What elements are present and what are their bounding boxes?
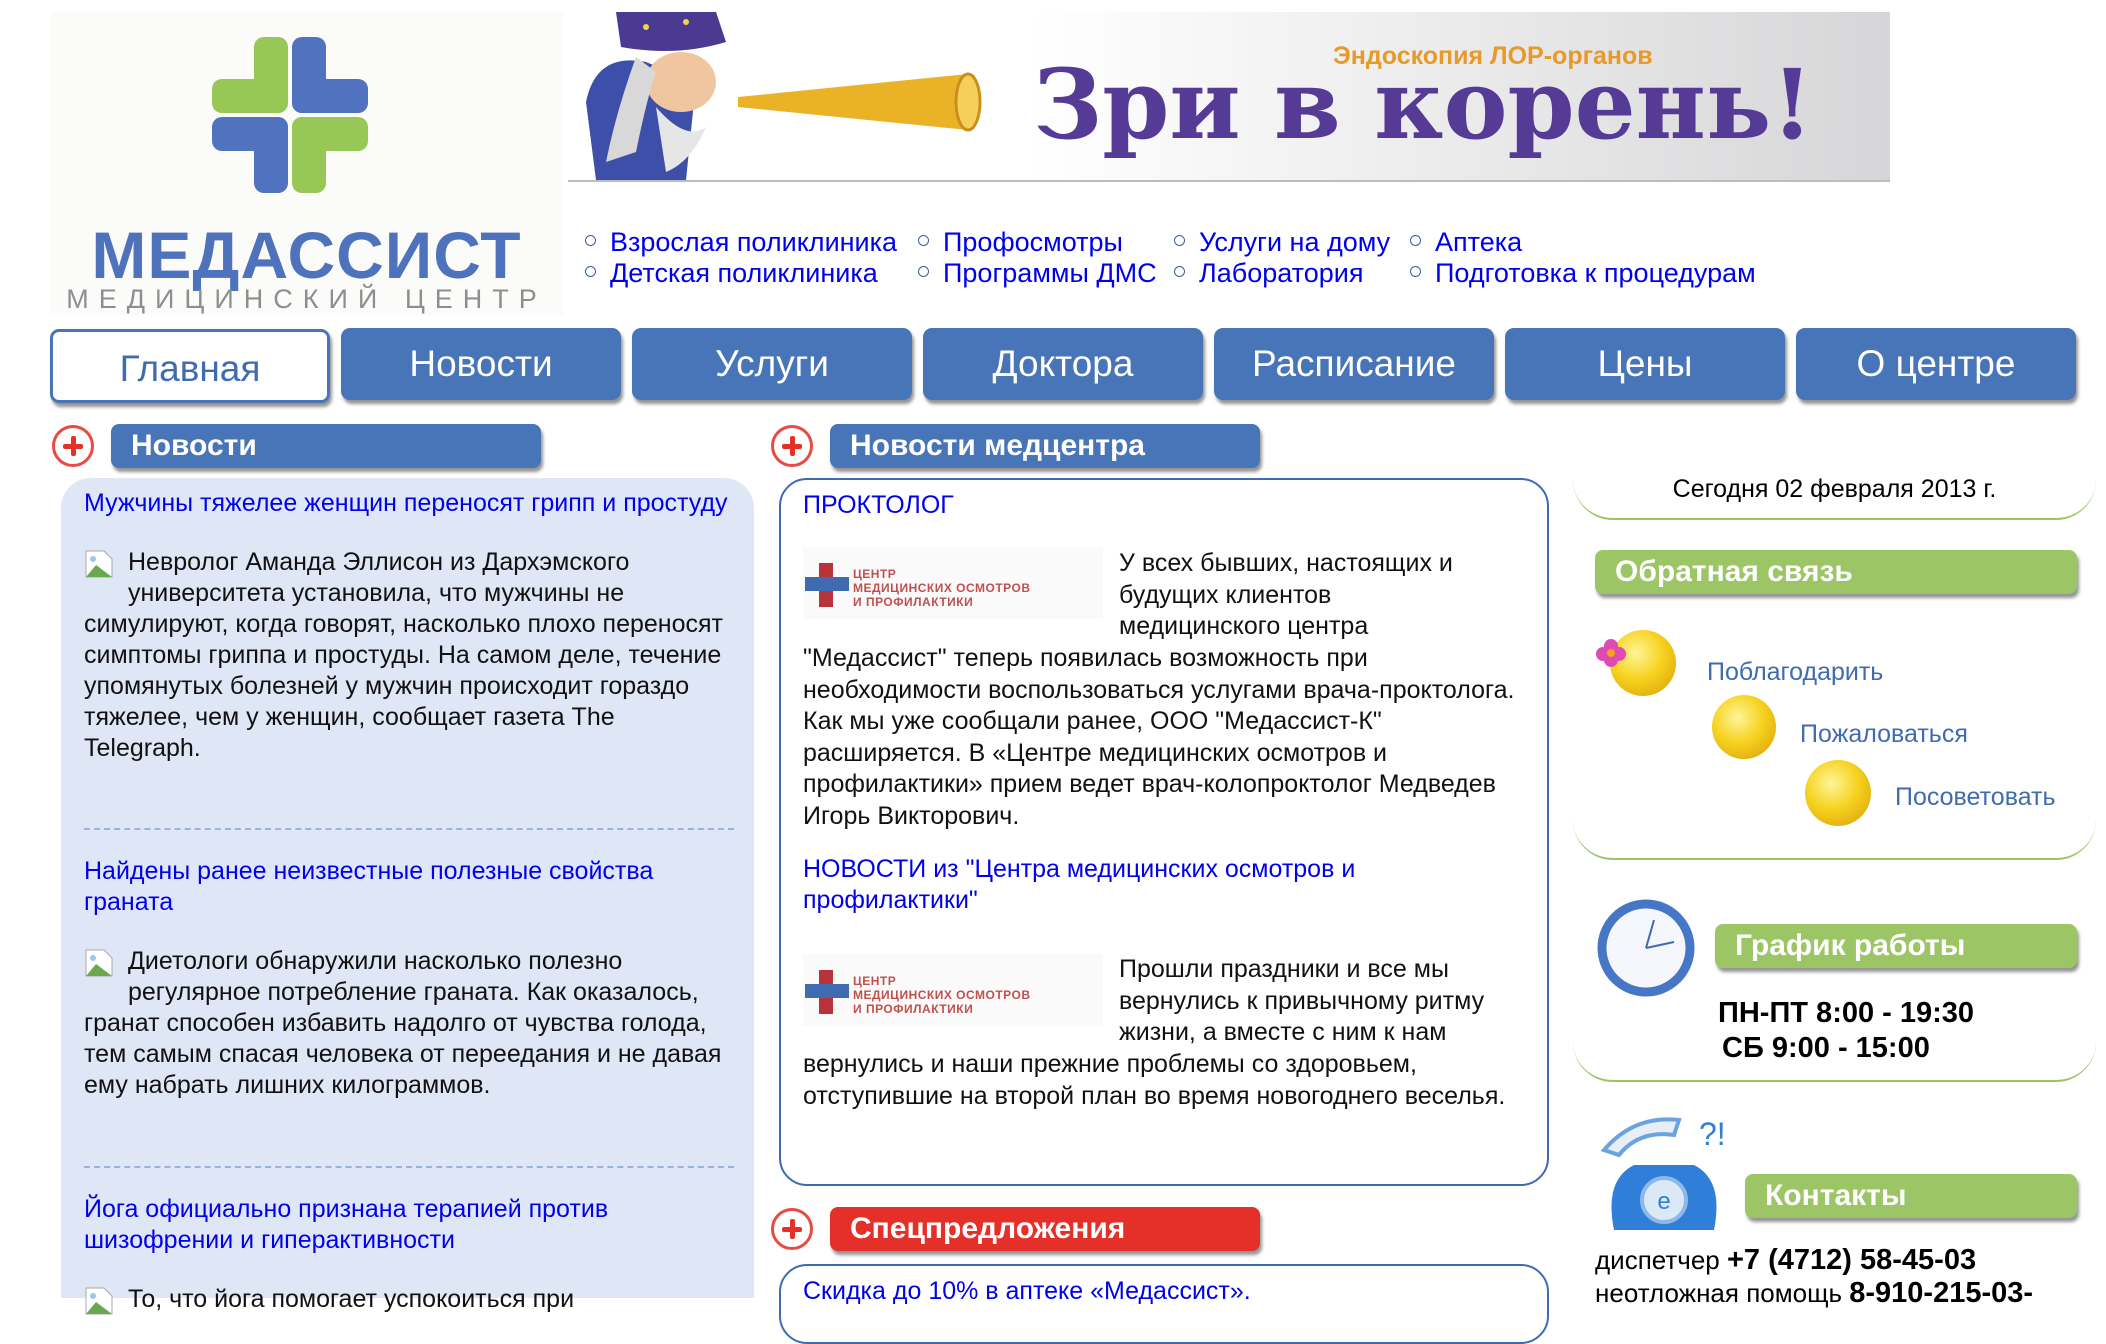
circle-bullet-icon — [1174, 266, 1185, 278]
schedule-hours: ПН-ПТ 8:00 - 19:30 СБ 9:00 - 15:00 — [1718, 997, 1975, 1064]
thank-smiley-icon — [1610, 630, 1676, 696]
special-offer-link[interactable]: Скидка до 10% в аптеке «Медассист». — [803, 1277, 1251, 1305]
news-body: То, что йога помогает успокоиться при — [128, 1285, 575, 1313]
telescope-icon — [738, 72, 982, 132]
svg-text:e: e — [1657, 1188, 1670, 1215]
broken-image-icon — [85, 949, 113, 977]
today-date: Сегодня 02 февраля 2013 г. — [1672, 475, 1997, 503]
tab-schedule[interactable]: Расписание — [1214, 328, 1494, 400]
schedule-header[interactable]: График работы — [1715, 924, 2077, 968]
sad-smiley-icon — [1712, 695, 1776, 759]
center-news-title-link[interactable]: ПРОКТОЛОГ — [803, 491, 954, 519]
divider — [84, 1166, 734, 1168]
circle-bullet-icon — [918, 266, 929, 278]
center-news-header[interactable]: Новости медцентра — [830, 424, 1260, 468]
link-dms-programs[interactable]: Программы ДМС — [918, 257, 1157, 289]
center-news-body: Прошли праздники и все мы вернулись к пр… — [1119, 955, 1485, 1046]
news-title-link[interactable]: Йога официально признана терапией против… — [84, 1195, 609, 1254]
center-news-box: ПРОКТОЛОГ ЦЕНТР МЕДИЦИНСКИХ ОСМОТРОВ И П… — [779, 478, 1549, 1186]
feedback-advise-link[interactable]: Посоветовать — [1895, 783, 2056, 811]
contacts-list: диспетчер +7 (4712) 58-45-03 неотложная … — [1595, 1244, 2033, 1310]
news-title-link[interactable]: Мужчины тяжелее женщин переносят грипп и… — [84, 489, 728, 517]
tab-about[interactable]: О центре — [1796, 328, 2076, 400]
divider — [84, 828, 734, 830]
svg-text:?!: ?! — [1699, 1116, 1726, 1152]
center-cross-icon — [805, 970, 849, 1014]
quick-links: Взрослая поликлиника Детская поликлиника… — [580, 226, 1880, 296]
circle-bullet-icon — [918, 235, 929, 247]
news-item: Найдены ранее неизвестные полезные свойс… — [84, 856, 734, 1101]
link-procedure-prep[interactable]: Подготовка к процедурам — [1410, 257, 1756, 289]
news-title-link[interactable]: Найдены ранее неизвестные полезные свойс… — [84, 857, 654, 916]
tab-news[interactable]: Новости — [341, 328, 621, 400]
feedback-header[interactable]: Обратная связь — [1595, 550, 2077, 594]
center-news-body: У всех бывших, настоящих и будущих клиен… — [1119, 549, 1453, 640]
center-cross-icon — [805, 563, 849, 607]
red-cross-icon — [52, 425, 94, 467]
phone-number[interactable]: +7 (4712) 58-45-03 — [1726, 1244, 1977, 1276]
news-body: Диетологи обнаружили насколько полезно р… — [84, 947, 722, 1099]
logo-subtitle: МЕДИЦИНСКИЙ ЦЕНТР — [66, 284, 547, 314]
circle-bullet-icon — [1410, 266, 1421, 278]
broken-image-icon — [85, 1287, 113, 1315]
center-logo-image: ЦЕНТР МЕДИЦИНСКИХ ОСМОТРОВ И ПРОФИЛАКТИК… — [803, 954, 1103, 1026]
red-cross-icon — [771, 425, 813, 467]
wizard-illustration-icon — [586, 12, 726, 180]
link-adult-clinic[interactable]: Взрослая поликлиника — [585, 226, 897, 258]
glasses-smiley-icon — [1805, 760, 1871, 826]
main-nav: Главная Новости Услуги Доктора Расписани… — [50, 328, 2090, 406]
date-box — [1573, 440, 2096, 520]
link-checkups[interactable]: Профосмотры — [918, 226, 1123, 258]
contact-row: диспетчер +7 (4712) 58-45-03 — [1595, 1244, 1977, 1276]
center-news-body: "Медассист" теперь появилась возможность… — [803, 644, 1515, 830]
news-panel: Мужчины тяжелее женщин переносят грипп и… — [61, 478, 754, 1315]
circle-bullet-icon — [585, 235, 596, 247]
telephone-icon: e ?! — [1600, 1116, 1726, 1230]
link-pharmacy[interactable]: Аптека — [1410, 226, 1522, 258]
link-children-clinic[interactable]: Детская поликлиника — [585, 257, 878, 289]
broken-image-icon — [85, 550, 113, 578]
news-body: Невролог Аманда Эллисон из Дархэмского у… — [84, 548, 724, 762]
link-laboratory[interactable]: Лаборатория — [1174, 257, 1363, 289]
contacts-header[interactable]: Контакты — [1745, 1174, 2077, 1218]
circle-bullet-icon — [1410, 235, 1421, 247]
news-item: Йога официально признана терапией против… — [84, 1194, 734, 1316]
specials-header[interactable]: Спецпредложения — [830, 1207, 1260, 1251]
tab-services[interactable]: Услуги — [632, 328, 912, 400]
news-section-header[interactable]: Новости — [111, 424, 541, 468]
medical-cross-logo-icon — [212, 37, 368, 193]
red-cross-icon — [771, 1208, 813, 1250]
tab-doctors[interactable]: Доктора — [923, 328, 1203, 400]
banner-kicker: Эндоскопия ЛОР-органов — [1333, 42, 1653, 70]
tab-prices[interactable]: Цены — [1505, 328, 1785, 400]
banner-slogan: Зри в корень! — [1033, 48, 1814, 161]
schedule-box — [1573, 880, 2096, 1082]
feedback-thank-link[interactable]: Поблагодарить — [1707, 658, 1884, 686]
link-home-services[interactable]: Услуги на дому — [1174, 226, 1390, 258]
feedback-complain-link[interactable]: Пожаловаться — [1800, 720, 1968, 748]
clock-icon — [1597, 899, 1695, 997]
center-news-title-link[interactable]: НОВОСТИ из "Центра медицинских осмотров … — [803, 855, 1356, 914]
logo-brand-name: МЕДАССИСТ — [91, 218, 522, 292]
tab-home[interactable]: Главная — [50, 329, 330, 403]
news-item: Мужчины тяжелее женщин переносят грипп и… — [84, 488, 734, 764]
feedback-box — [1573, 600, 2096, 860]
circle-bullet-icon — [585, 266, 596, 278]
promo-banner[interactable]: Эндоскопия ЛОР-органов Зри в корень! — [568, 12, 1890, 182]
circle-bullet-icon — [1174, 235, 1185, 247]
center-logo-image: ЦЕНТР МЕДИЦИНСКИХ ОСМОТРОВ И ПРОФИЛАКТИК… — [803, 547, 1103, 619]
flower-icon — [1596, 639, 1626, 667]
site-logo[interactable]: МЕДАССИСТ МЕДИЦИНСКИЙ ЦЕНТР — [50, 12, 563, 315]
center-news-body: вернулись и наши прежние проблемы со здо… — [803, 1050, 1506, 1110]
specials-box: Скидка до 10% в аптеке «Медассист». — [779, 1264, 1549, 1344]
